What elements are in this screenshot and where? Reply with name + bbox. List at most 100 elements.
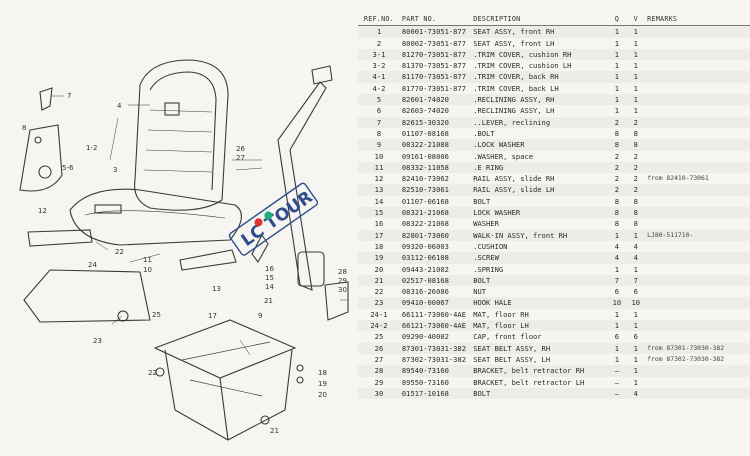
quantity-q-cell: 10 xyxy=(607,297,626,308)
quantity-q-cell: 2 xyxy=(614,151,619,161)
walk-in-frame-legs xyxy=(164,349,293,441)
description-cell: .TRIM COVER, cushion LH xyxy=(473,61,572,71)
svg-text:28: 28 xyxy=(338,268,347,276)
ref-cell: 21 xyxy=(358,275,400,286)
ref-cell: 14 xyxy=(374,196,384,206)
svg-text:3: 3 xyxy=(113,166,117,174)
description-cell: .RECLINING ASSY, LH xyxy=(473,106,555,116)
remarks-cell xyxy=(645,365,750,376)
quantity-v-cell: 1 xyxy=(633,38,638,48)
quantity-v-cell: 1 xyxy=(626,320,645,331)
part-no-cell: 82615-30320 xyxy=(400,117,471,128)
quantity-q-cell: 8 xyxy=(607,207,626,218)
svg-text:10: 10 xyxy=(143,266,152,274)
remarks-cell xyxy=(645,320,750,331)
svg-text:13: 13 xyxy=(212,285,221,293)
remarks-cell xyxy=(645,264,750,275)
part-no-cell: 82510-73061 xyxy=(400,184,471,195)
part-no-cell: 08322-21088 xyxy=(400,139,471,150)
belt-retractor xyxy=(297,251,325,287)
ref-cell: 29 xyxy=(374,377,384,387)
svg-text:14: 14 xyxy=(265,283,274,291)
part-no-cell: 82601-74020 xyxy=(400,94,471,105)
svg-text:18: 18 xyxy=(318,369,327,377)
quantity-q-cell: 8 xyxy=(607,139,626,150)
description-cell: .TRIM COVER, cushion RH xyxy=(471,49,607,60)
quantity-v-cell: 10 xyxy=(626,297,645,308)
remarks-cell xyxy=(645,309,750,320)
remarks-cell: from 87302-73030-382 xyxy=(647,354,725,363)
ref-cell: 3-1 xyxy=(358,49,400,60)
ref-cell: 2 xyxy=(376,38,382,48)
quantity-q-cell: 8 xyxy=(614,128,619,138)
description-cell: MAT, floor LH xyxy=(471,320,607,331)
quantity-q-cell: 6 xyxy=(614,332,619,342)
ref-cell: 17 xyxy=(358,230,400,241)
ref-cell: 11 xyxy=(358,162,400,173)
quantity-v-cell: 2 xyxy=(633,151,638,161)
quantity-v-cell: 1 xyxy=(626,49,645,60)
seat-back-pleat xyxy=(149,71,217,191)
quantity-v-cell: 8 xyxy=(626,207,645,218)
ref-cell: 4-2 xyxy=(372,83,386,93)
quantity-q-cell: 1 xyxy=(607,26,626,38)
slide-rail-right xyxy=(179,249,237,271)
remarks-cell: from 87301-73030-382 xyxy=(645,343,750,354)
description-cell: HOOK HALE xyxy=(471,297,607,308)
part-no-cell: 09290-40002 xyxy=(401,332,449,342)
remarks-cell xyxy=(645,83,750,94)
quantity-v-cell: 4 xyxy=(633,241,638,251)
svg-text:27: 27 xyxy=(236,154,245,162)
header-ref: REF.NO. xyxy=(358,14,400,27)
floor-mat xyxy=(23,269,151,323)
description-cell: SEAT ASSY, front LH xyxy=(473,38,555,48)
part-no-cell: 82603-74020 xyxy=(401,106,449,116)
description-cell: BOLT xyxy=(473,196,491,206)
part-no-cell: 81270-73051-877 xyxy=(400,49,471,60)
remarks-cell xyxy=(645,218,750,229)
part-no-cell: 89540-73160 xyxy=(400,365,471,376)
remarks-cell xyxy=(645,207,750,218)
svg-text:4: 4 xyxy=(117,102,122,110)
quantity-v-cell: 1 xyxy=(626,365,645,376)
part-no-cell: 03112-06108 xyxy=(400,252,471,263)
svg-text:11: 11 xyxy=(143,256,152,264)
svg-text:22: 22 xyxy=(115,248,124,256)
quantity-q-cell: 2 xyxy=(607,162,626,173)
remarks-cell xyxy=(645,139,750,150)
quantity-v-cell: 1 xyxy=(633,377,638,387)
remarks-cell xyxy=(645,60,750,71)
watermark-logo: LC TOUR xyxy=(222,170,326,270)
quantity-q-cell: 1 xyxy=(614,61,619,71)
ref-cell: 13 xyxy=(358,184,400,195)
ref-cell: 7 xyxy=(358,117,400,128)
remarks-cell xyxy=(645,151,750,162)
quantity-v-cell: 6 xyxy=(633,287,638,297)
quantity-v-cell: 2 xyxy=(633,174,638,184)
part-no-cell: 01107-06168 xyxy=(401,196,449,206)
parts-exploded-diagram: 7 4 8 5-6 1-2 3 26 27 12 22 24 25 23 11 … xyxy=(19,59,349,441)
quantity-q-cell: 1 xyxy=(614,83,619,93)
svg-text:9: 9 xyxy=(258,312,262,320)
quantity-q-cell: 8 xyxy=(614,196,619,206)
part-no-cell: 82410-73062 xyxy=(401,174,449,184)
svg-text:24: 24 xyxy=(88,261,97,269)
description-cell: WALK-IN ASSY, front RH xyxy=(471,230,607,241)
ref-cell: 19 xyxy=(358,252,400,263)
description-cell: .LOCK WASHER xyxy=(471,139,607,150)
svg-text:19: 19 xyxy=(318,380,327,388)
ref-cell: 1 xyxy=(358,26,400,38)
remarks-cell xyxy=(645,297,750,308)
quantity-q-cell: 1 xyxy=(614,309,619,319)
